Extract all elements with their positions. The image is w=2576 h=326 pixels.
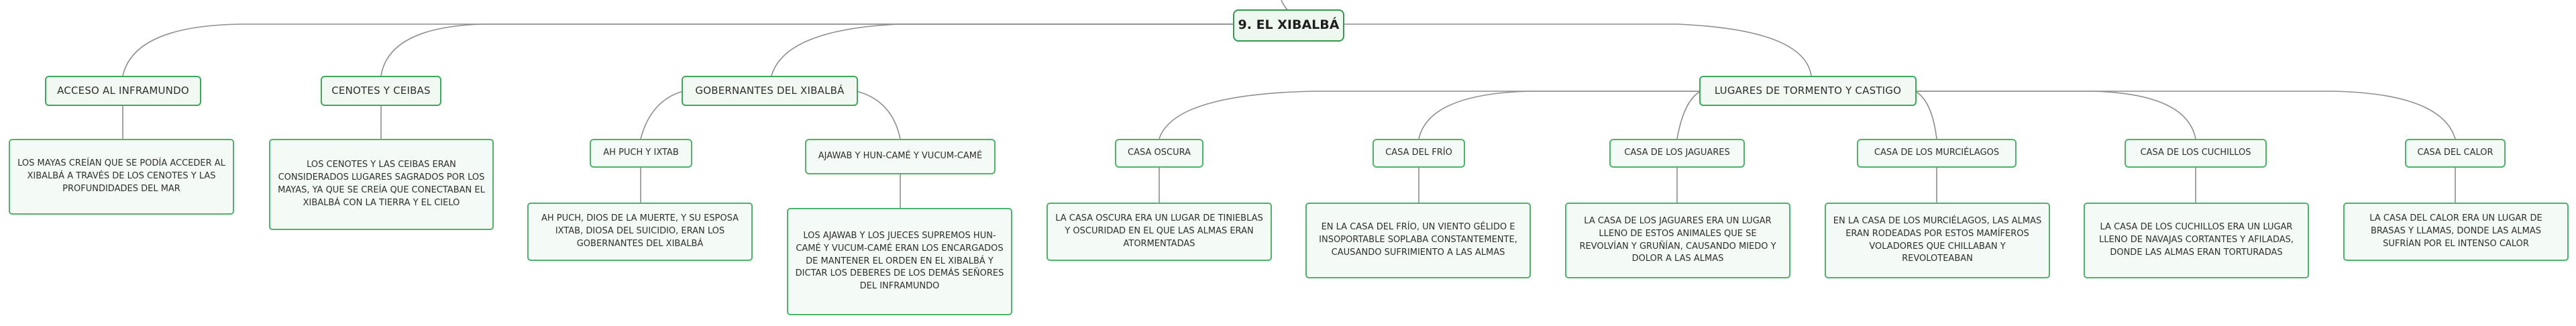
subtopic-casa-de-los-jaguares[interactable]: CASA DE LOS JAGUARES xyxy=(1609,139,1745,168)
subtopic-casa-de-los-murcielagos[interactable]: CASA DE LOS MURCIÉLAGOS xyxy=(1857,139,2017,168)
description-casa-de-los-murcielagos[interactable]: EN LA CASA DE LOS MURCIÉLAGOS, LAS ALMAS… xyxy=(1825,203,2050,278)
subtopic-casa-de-los-cuchillos[interactable]: CASA DE LOS CUCHILLOS xyxy=(2125,139,2267,168)
description-acceso[interactable]: LOS MAYAS CREÍAN QUE SE PODÍA ACCEDER AL… xyxy=(9,139,234,215)
connector-lugares-jaguares xyxy=(1676,91,1701,140)
topic-gobernantes-del-xibalba[interactable]: GOBERNANTES DEL XIBALBÁ xyxy=(682,76,858,106)
subtopic-ah-puch-y-ixtab[interactable]: AH PUCH Y IXTAB xyxy=(590,139,692,168)
connector-central-lugares xyxy=(1343,23,1812,76)
subtopic-ajawab[interactable]: AJAWAB Y HUN-CAMÉ Y VUCUM-CAMÉ xyxy=(805,139,996,174)
connector-gob-ahpuch xyxy=(640,91,684,140)
connector-central-acceso xyxy=(122,23,1233,76)
connector-lugares-cuchillos xyxy=(1915,91,2196,140)
connector-central-cenotes xyxy=(380,23,1233,76)
topic-cenotes-y-ceibas[interactable]: CENOTES Y CEIBAS xyxy=(321,76,441,106)
connector-gob-ajawab xyxy=(856,91,901,140)
topic-acceso-al-inframundo[interactable]: ACCESO AL INFRAMUNDO xyxy=(45,76,201,106)
description-casa-de-los-cuchillos[interactable]: LA CASA DE LOS CUCHILLOS ERA UN LUGAR LL… xyxy=(2084,203,2309,278)
description-cenotes[interactable]: LOS CENOTES Y LAS CEIBAS ERAN CONSIDERAD… xyxy=(269,139,494,230)
description-ajawab[interactable]: LOS AJAWAB Y LOS JUECES SUPREMOS HUN-CAM… xyxy=(787,208,1012,315)
connector-lugares-frio xyxy=(1418,91,1701,140)
connector-central-gobernantes xyxy=(771,23,1233,76)
connector-lugares-oscura xyxy=(1159,91,1701,140)
description-casa-del-calor[interactable]: LA CASA DEL CALOR ERA UN LUGAR DE BRASAS… xyxy=(2343,203,2569,261)
subtopic-casa-del-frio[interactable]: CASA DEL FRÍO xyxy=(1373,139,1465,168)
description-casa-del-frio[interactable]: EN LA CASA DEL FRÍO, UN VIENTO GÉLIDO E … xyxy=(1305,203,1531,278)
central-node[interactable]: 9. EL XIBALBÁ xyxy=(1233,9,1344,42)
description-casa-oscura[interactable]: LA CASA OSCURA ERA UN LUGAR DE TINIEBLAS… xyxy=(1046,203,1272,261)
description-ah-puch[interactable]: AH PUCH, DIOS DE LA MUERTE, Y SU ESPOSA … xyxy=(527,203,753,261)
subtopic-casa-del-calor[interactable]: CASA DEL CALOR xyxy=(2405,139,2506,168)
topic-lugares-de-tormento[interactable]: LUGARES DE TORMENTO Y CASTIGO xyxy=(1699,76,1917,106)
description-casa-de-los-jaguares[interactable]: LA CASA DE LOS JAGUARES ERA UN LUGAR LLE… xyxy=(1565,203,1790,278)
connector-lugares-calor xyxy=(1915,91,2456,140)
connector-lugares-murcielagos xyxy=(1915,91,1937,140)
subtopic-casa-oscura[interactable]: CASA OSCURA xyxy=(1115,139,1203,168)
